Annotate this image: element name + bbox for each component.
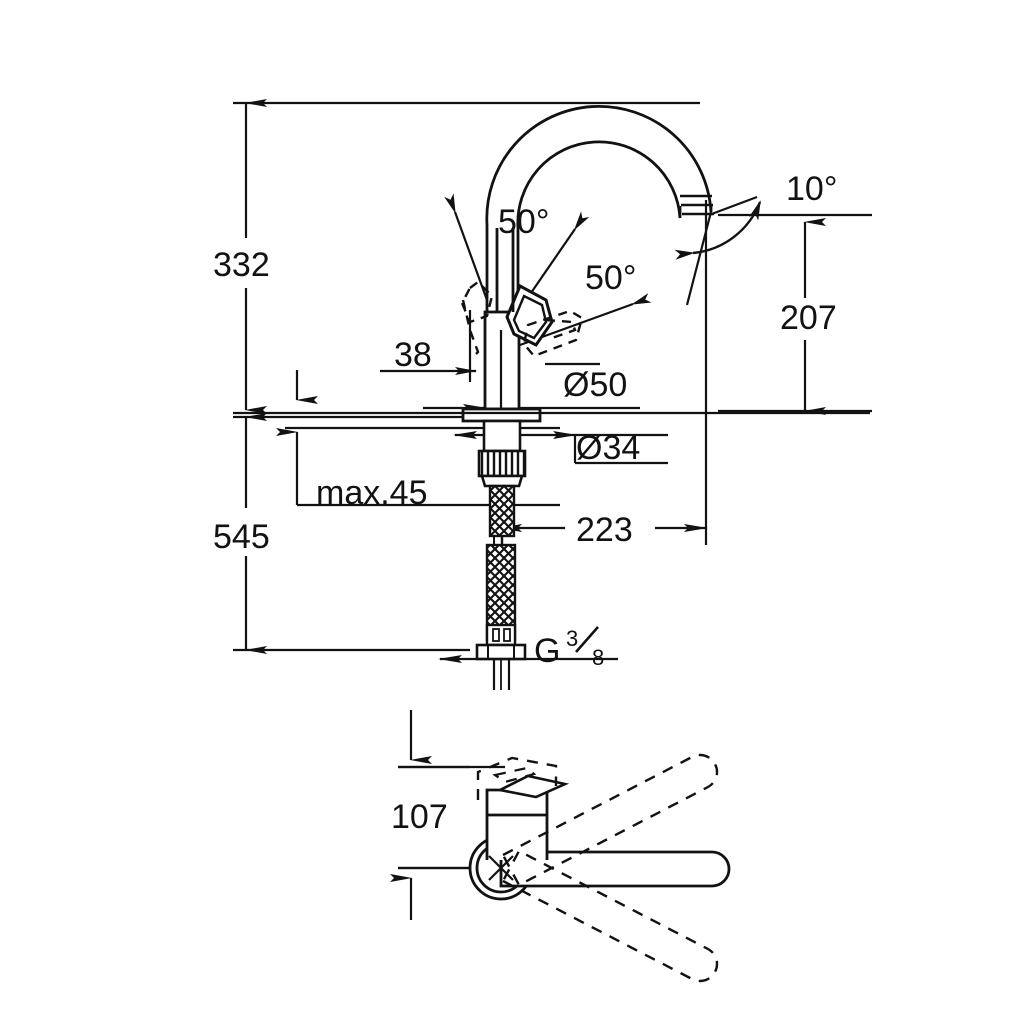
- label-base-diameter: Ø50: [563, 366, 627, 404]
- label-shank-diameter: Ø34: [576, 429, 640, 467]
- label-below-deck: 545: [213, 518, 270, 556]
- label-max-deck: max.45: [316, 474, 428, 512]
- label-thread-numerator: 3: [566, 626, 578, 651]
- label-lever-clearance: 38: [394, 336, 432, 374]
- label-handle-height: 107: [391, 798, 448, 836]
- faucet-lever-solid: [495, 228, 554, 347]
- dimension-below-deck: [233, 413, 470, 654]
- label-thread-letter: G: [534, 632, 560, 670]
- faucet-lever-phantom: [460, 280, 584, 359]
- plan-view-reference-lines: [398, 765, 470, 870]
- plan-view-swivel-range: [476, 753, 719, 983]
- label-spout-reach: 223: [576, 511, 633, 549]
- dimension-total-height: [233, 99, 700, 414]
- label-supply-thread: G 3 8: [534, 626, 604, 670]
- annotation-aerator-angle: [674, 195, 762, 306]
- label-total-height: 332: [213, 246, 270, 284]
- label-aerator-angle: 10°: [786, 170, 837, 208]
- label-spout-height: 207: [780, 299, 837, 337]
- faucet-spout: [485, 104, 714, 335]
- label-lever-angle-right: 50°: [585, 259, 636, 297]
- label-lever-angle-left: 50°: [498, 203, 549, 241]
- faucet-body: [461, 310, 542, 423]
- faucet-shank-assembly: [475, 419, 527, 690]
- plan-view-handle: [468, 774, 731, 901]
- label-thread-denominator: 8: [592, 645, 604, 670]
